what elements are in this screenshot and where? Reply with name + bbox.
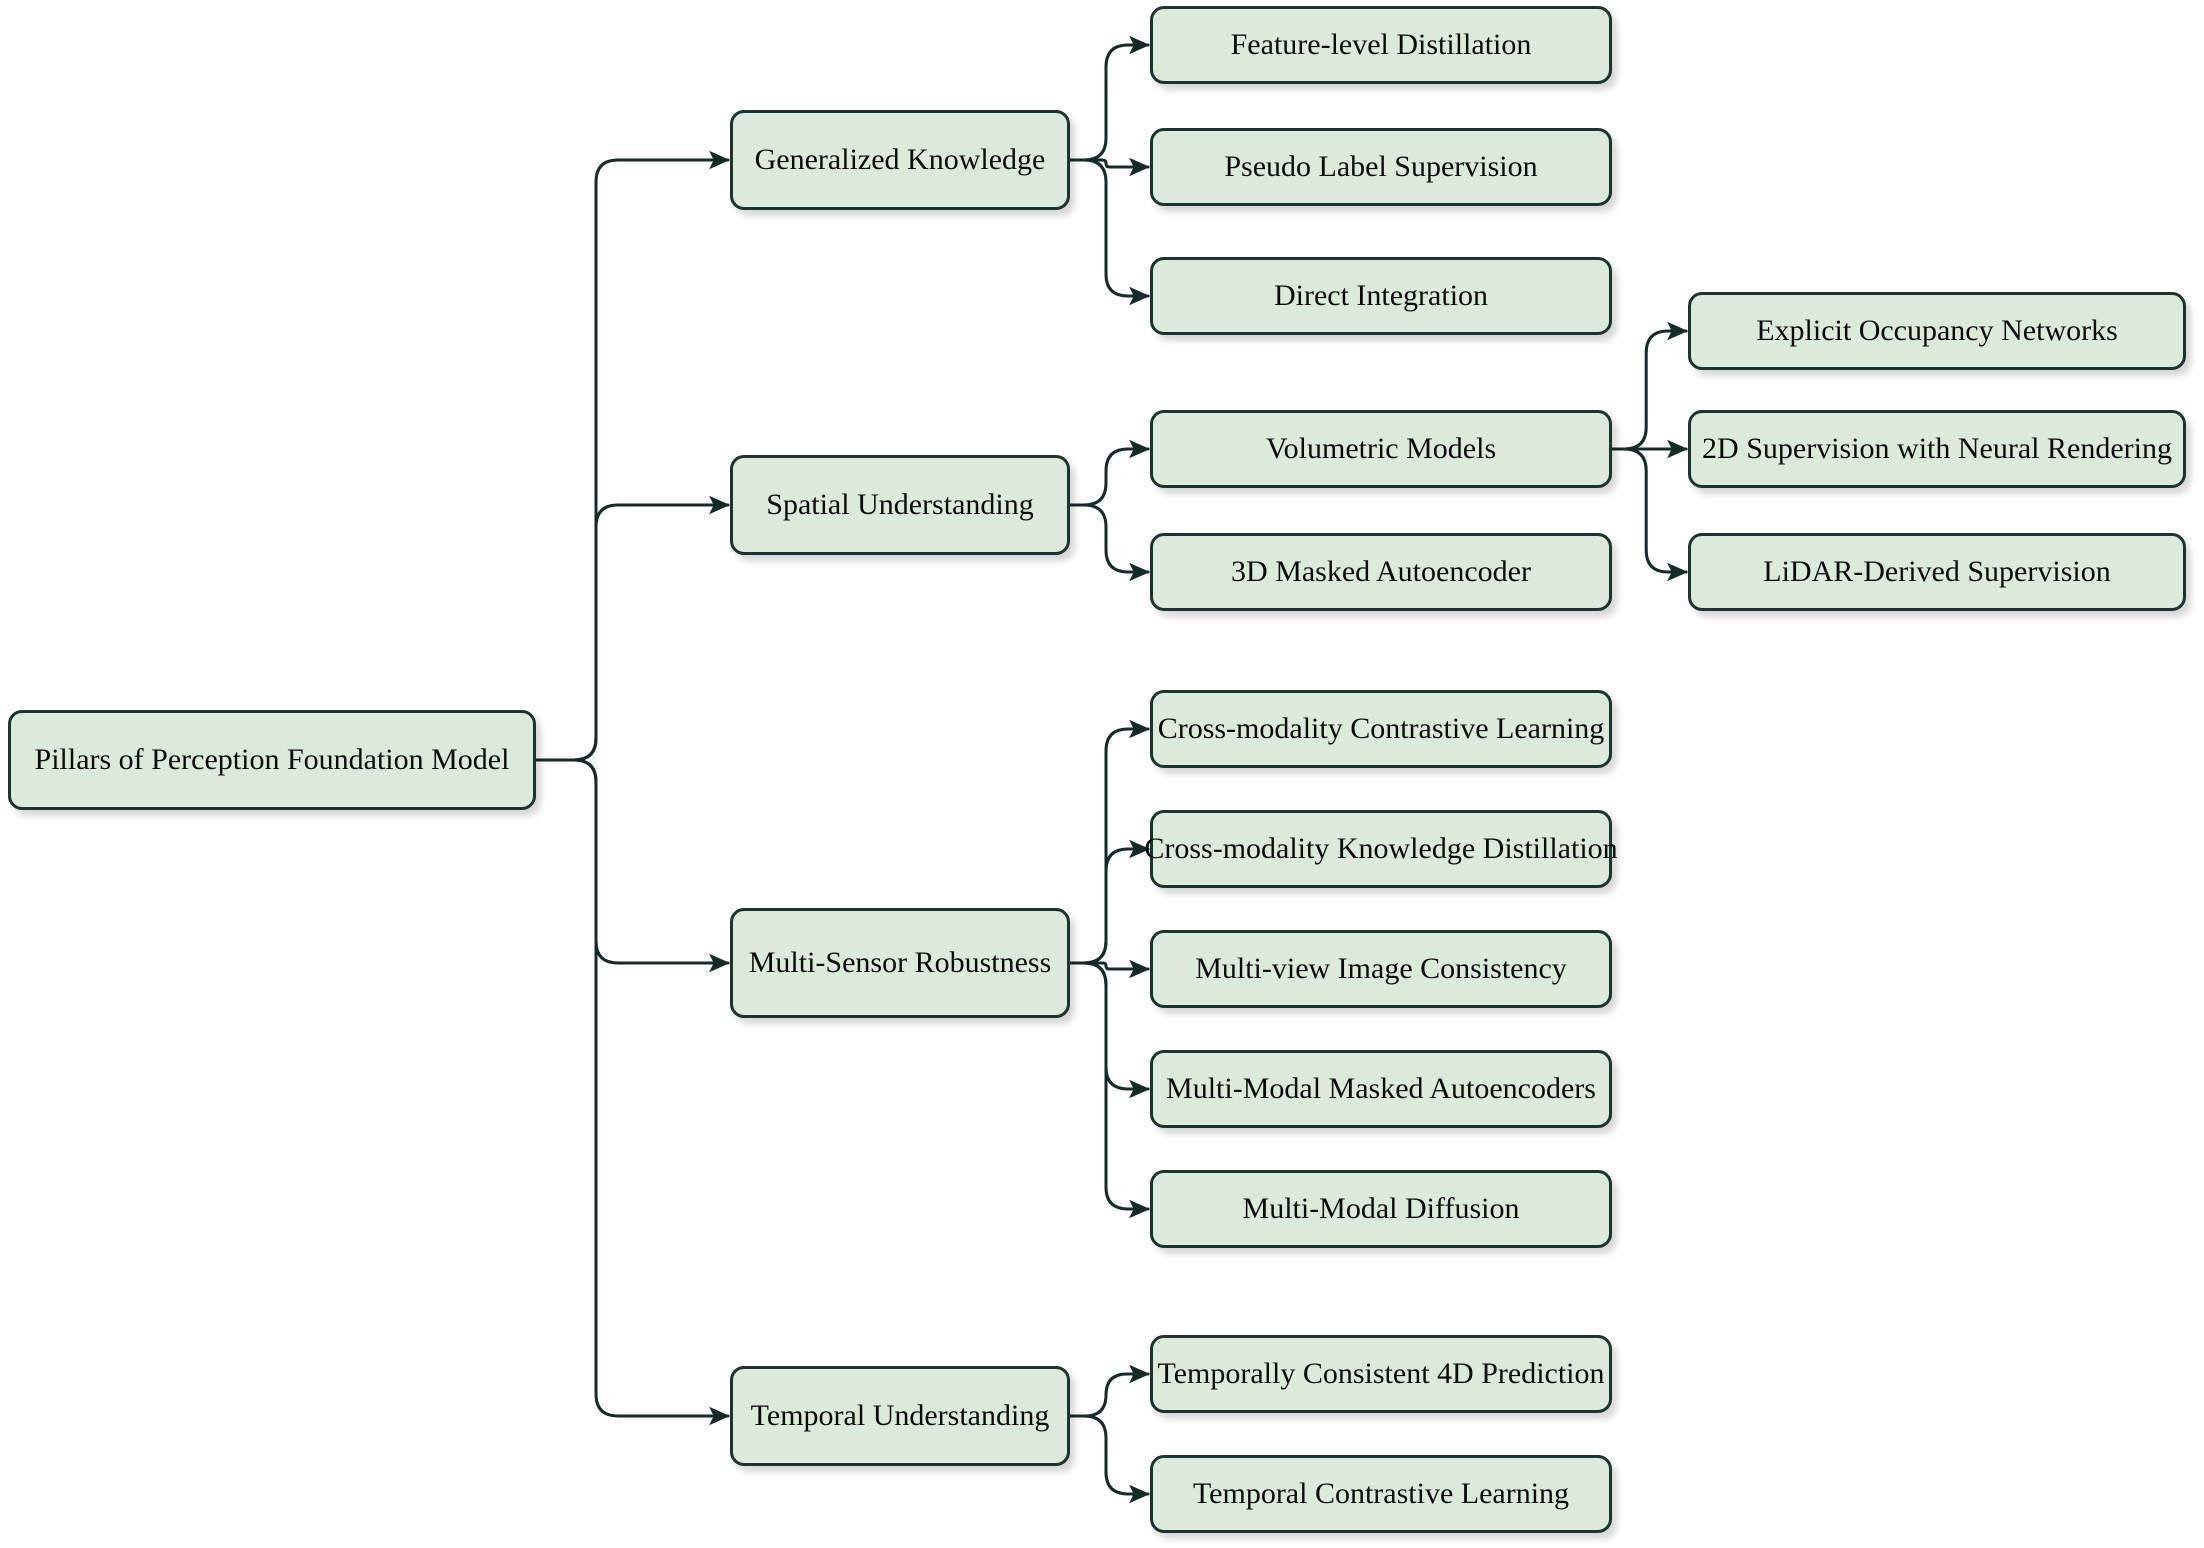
node-temporal-contrastive-learning[interactable]: Temporal Contrastive Learning xyxy=(1150,1455,1612,1533)
node-explicit-occupancy-networks[interactable]: Explicit Occupancy Networks xyxy=(1688,292,2186,370)
node-label-spatial-understanding: Spatial Understanding xyxy=(766,487,1034,521)
node-label-multi-view-image-consistency: Multi-view Image Consistency xyxy=(1195,951,1567,985)
node-volumetric-models[interactable]: Volumetric Models xyxy=(1150,410,1612,488)
edge-temporal-understanding-to-temporally-consistent-4d-prediction xyxy=(1068,1364,1151,1418)
edge-root-to-spatial-understanding xyxy=(534,495,731,762)
node-root[interactable]: Pillars of Perception Foundation Model xyxy=(8,710,536,810)
node-label-temporal-understanding: Temporal Understanding xyxy=(750,1398,1050,1432)
edge-generalized-knowledge-to-direct-integration xyxy=(1068,158,1151,306)
edge-root-to-generalized-knowledge xyxy=(534,150,731,762)
node-pseudo-label-supervision[interactable]: Pseudo Label Supervision xyxy=(1150,128,1612,206)
edge-spatial-understanding-to-3d-masked-autoencoder xyxy=(1068,503,1151,582)
node-label-pseudo-label-supervision: Pseudo Label Supervision xyxy=(1224,149,1538,183)
node-feature-level-distillation[interactable]: Feature-level Distillation xyxy=(1150,6,1612,84)
node-temporally-consistent-4d-prediction[interactable]: Temporally Consistent 4D Prediction xyxy=(1150,1335,1612,1413)
node-direct-integration[interactable]: Direct Integration xyxy=(1150,257,1612,335)
node-label-lidar-derived-supervision: LiDAR-Derived Supervision xyxy=(1763,554,2111,588)
node-multi-modal-masked-autoencoders[interactable]: Multi-Modal Masked Autoencoders xyxy=(1150,1050,1612,1128)
edge-multi-sensor-robustness-to-multi-view-image-consistency xyxy=(1068,959,1151,979)
node-cross-modality-contrastive-learning[interactable]: Cross-modality Contrastive Learning xyxy=(1150,690,1612,768)
edge-multi-sensor-robustness-to-multi-modal-masked-autoencoders xyxy=(1068,961,1151,1099)
node-label-direct-integration: Direct Integration xyxy=(1273,278,1489,312)
node-label-3d-masked-autoencoder: 3D Masked Autoencoder xyxy=(1231,554,1531,588)
edge-volumetric-models-to-explicit-occupancy-networks xyxy=(1610,321,1689,451)
node-2d-supervision-neural-rendering[interactable]: 2D Supervision with Neural Rendering xyxy=(1688,410,2186,488)
edge-temporal-understanding-to-temporal-contrastive-learning xyxy=(1068,1414,1151,1504)
node-label-volumetric-models: Volumetric Models xyxy=(1265,431,1497,465)
node-spatial-understanding[interactable]: Spatial Understanding xyxy=(730,455,1070,555)
node-label-generalized-knowledge: Generalized Knowledge xyxy=(754,142,1046,176)
node-label-multi-modal-diffusion: Multi-Modal Diffusion xyxy=(1242,1191,1520,1225)
edge-generalized-knowledge-to-feature-level-distillation xyxy=(1068,35,1151,162)
node-label-multi-modal-masked-autoencoders: Multi-Modal Masked Autoencoders xyxy=(1166,1071,1596,1105)
node-multi-view-image-consistency[interactable]: Multi-view Image Consistency xyxy=(1150,930,1612,1008)
node-cross-modality-knowledge-distillation[interactable]: Cross-modality Knowledge Distillation xyxy=(1144,810,1618,888)
edge-spatial-understanding-to-volumetric-models xyxy=(1068,439,1151,507)
edge-root-to-temporal-understanding xyxy=(534,758,731,1426)
node-label-cross-modality-knowledge-distillation: Cross-modality Knowledge Distillation xyxy=(1144,831,1618,865)
node-multi-sensor-robustness[interactable]: Multi-Sensor Robustness xyxy=(730,908,1070,1018)
node-label-multi-sensor-robustness: Multi-Sensor Robustness xyxy=(748,945,1052,979)
node-label-temporal-contrastive-learning: Temporal Contrastive Learning xyxy=(1192,1476,1570,1510)
edge-multi-sensor-robustness-to-multi-modal-diffusion xyxy=(1068,961,1151,1219)
edge-root-to-multi-sensor-robustness xyxy=(534,758,731,973)
edge-multi-sensor-robustness-to-cross-modality-knowledge-distillation xyxy=(1068,839,1151,965)
node-label-temporally-consistent-4d-prediction: Temporally Consistent 4D Prediction xyxy=(1157,1356,1605,1390)
node-temporal-understanding[interactable]: Temporal Understanding xyxy=(730,1366,1070,1466)
edge-generalized-knowledge-to-pseudo-label-supervision xyxy=(1068,157,1151,177)
node-label-explicit-occupancy-networks: Explicit Occupancy Networks xyxy=(1756,313,2118,347)
node-label-2d-supervision-neural-rendering: 2D Supervision with Neural Rendering xyxy=(1702,431,2172,465)
node-label-feature-level-distillation: Feature-level Distillation xyxy=(1230,27,1532,61)
edge-multi-sensor-robustness-to-cross-modality-contrastive-learning xyxy=(1068,719,1151,965)
node-3d-masked-autoencoder[interactable]: 3D Masked Autoencoder xyxy=(1150,533,1612,611)
node-label-cross-modality-contrastive-learning: Cross-modality Contrastive Learning xyxy=(1157,711,1605,745)
node-label-root: Pillars of Perception Foundation Model xyxy=(34,742,510,776)
node-generalized-knowledge[interactable]: Generalized Knowledge xyxy=(730,110,1070,210)
node-multi-modal-diffusion[interactable]: Multi-Modal Diffusion xyxy=(1150,1170,1612,1248)
edge-volumetric-models-to-lidar-derived-supervision xyxy=(1610,447,1689,582)
node-lidar-derived-supervision[interactable]: LiDAR-Derived Supervision xyxy=(1688,533,2186,611)
